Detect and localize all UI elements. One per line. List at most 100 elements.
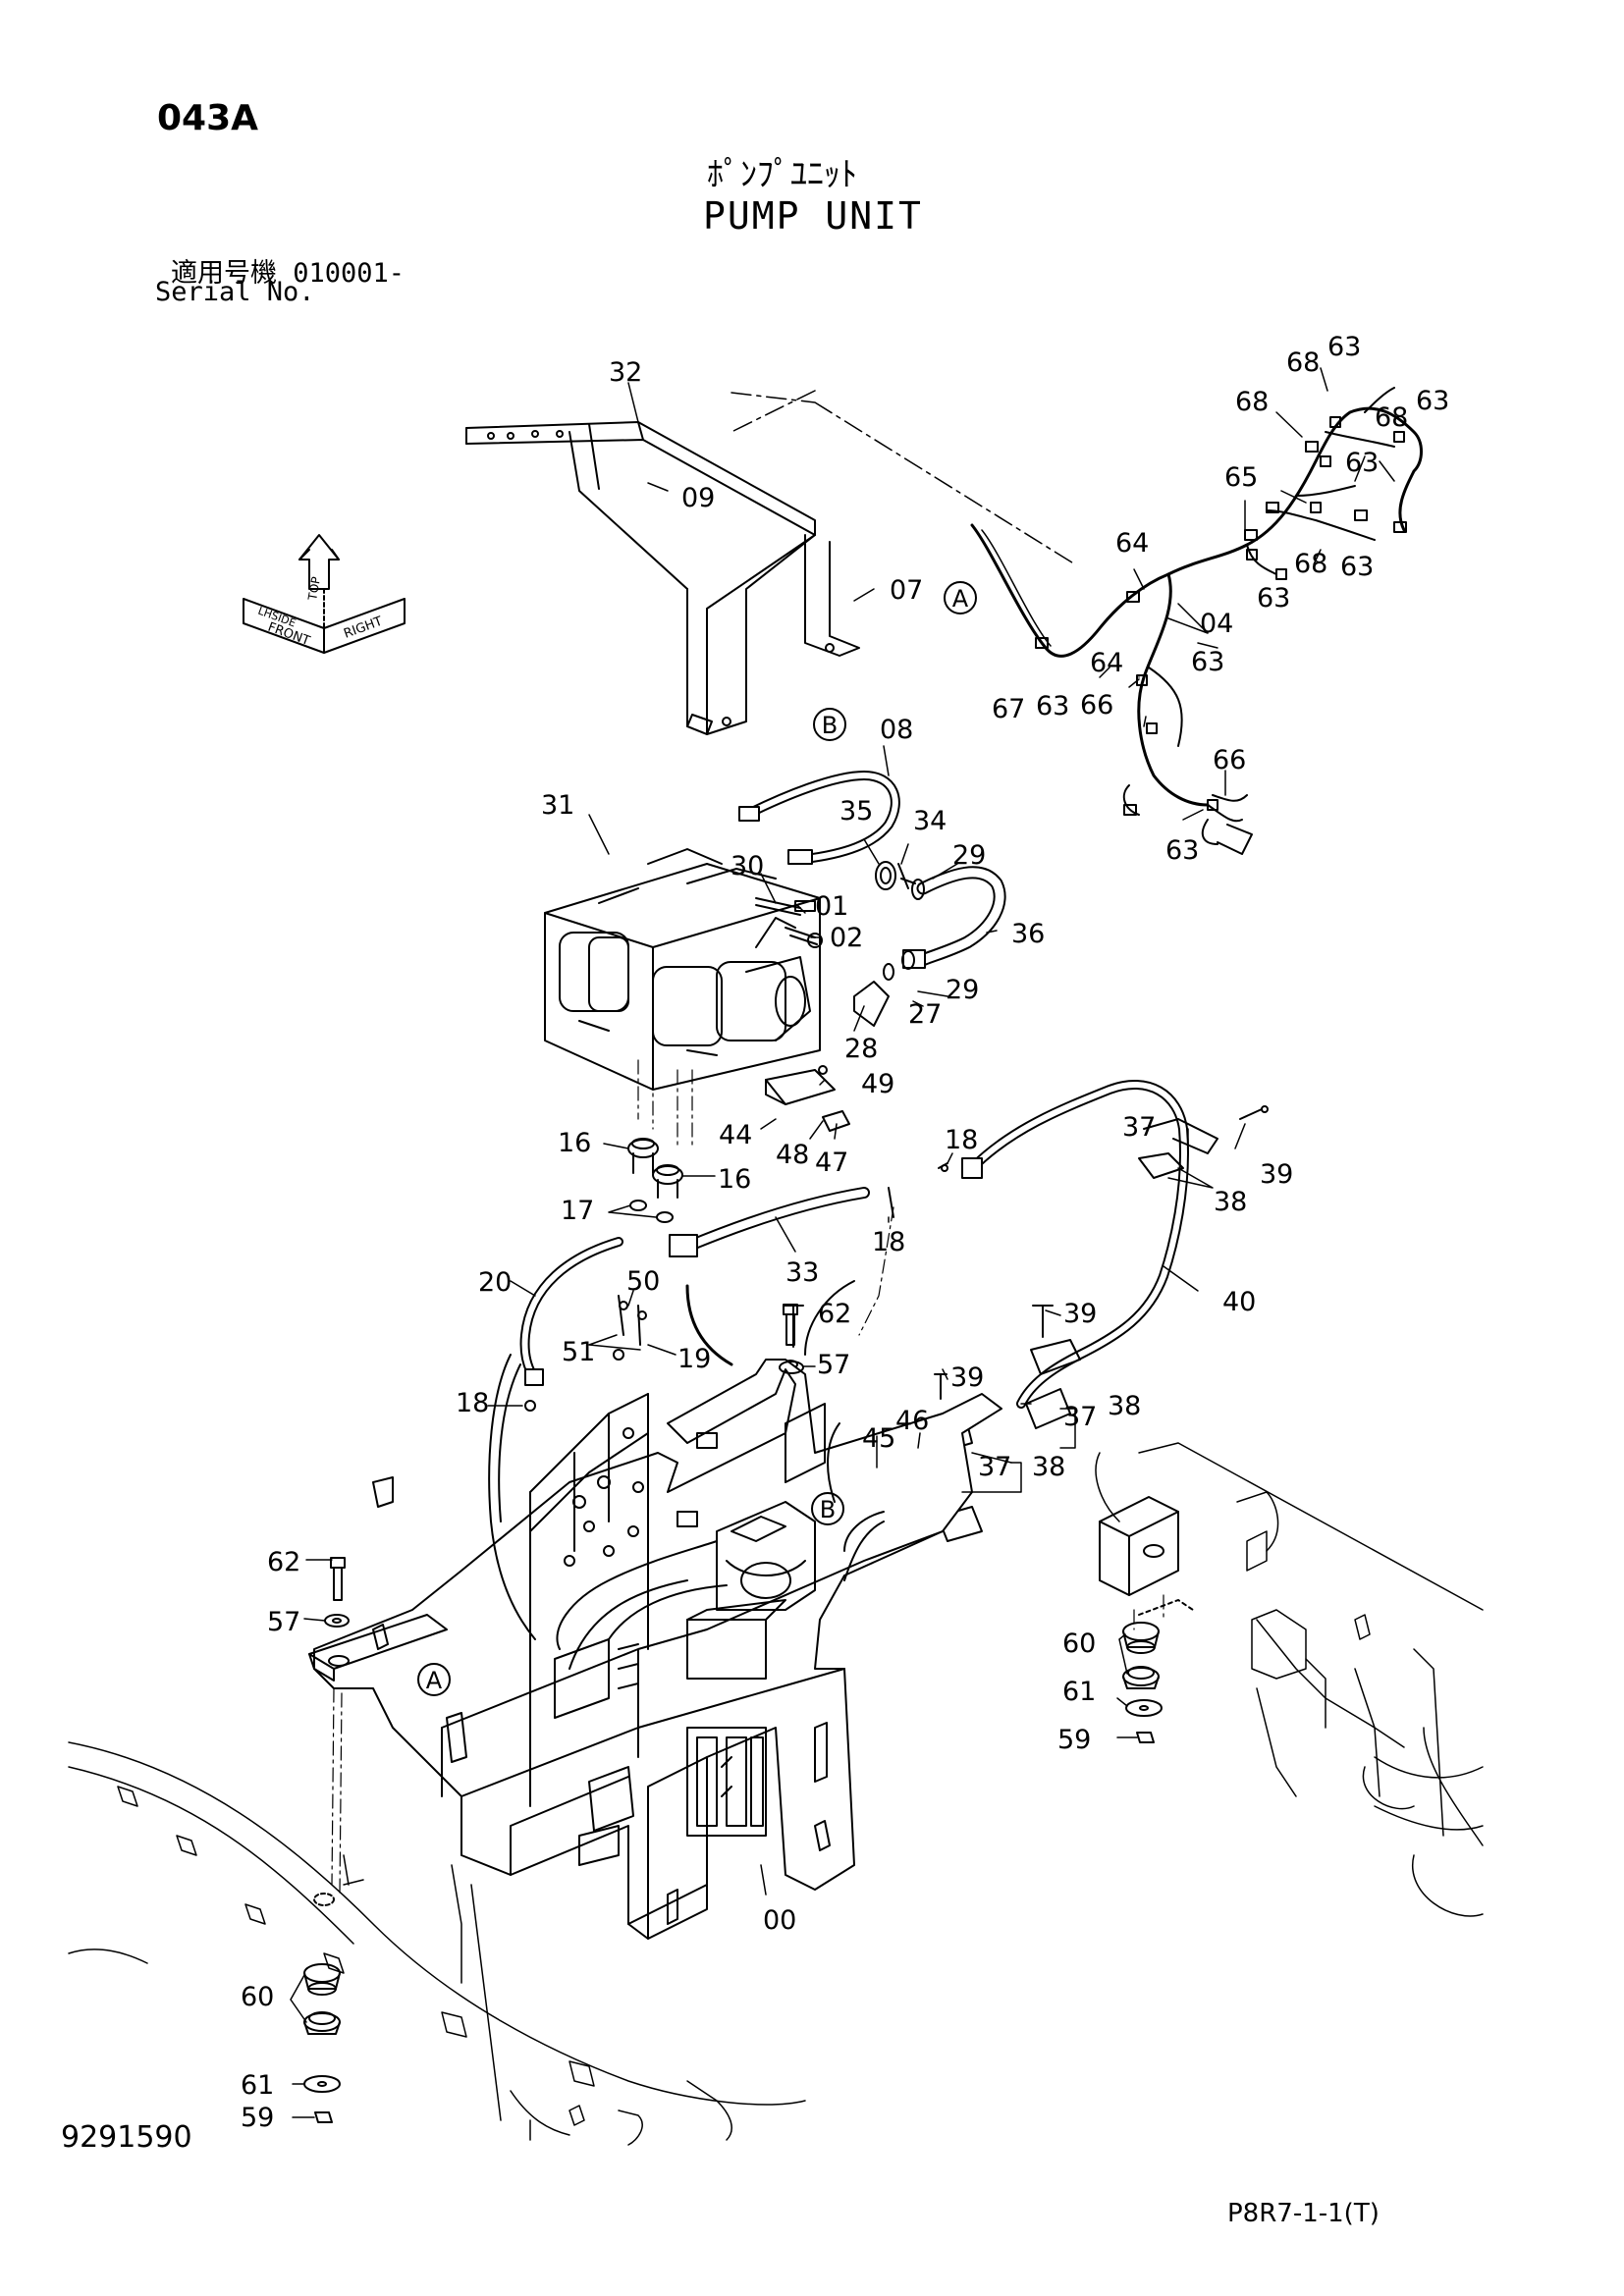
callout-label: 18 <box>945 1125 978 1155</box>
callout-label: 68 <box>1286 347 1320 378</box>
callout-label: 61 <box>241 2070 274 2101</box>
marker-a-label: A <box>426 1667 443 1694</box>
callout-label: 63 <box>1165 835 1199 866</box>
callout-label: 62 <box>267 1547 300 1577</box>
section-marker-b2: B <box>811 1492 844 1525</box>
document-number: 9291590 <box>61 2120 192 2155</box>
reference-code: P8R7-1-1(T) <box>1227 2199 1380 2228</box>
callout-label: 19 <box>677 1344 711 1374</box>
serial-label-english: Serial No. <box>155 277 315 307</box>
callout-label: 63 <box>1327 332 1361 362</box>
callout-label: 33 <box>785 1257 819 1288</box>
callout-label: 32 <box>609 357 642 388</box>
callout-label: 63 <box>1257 583 1290 614</box>
callout-label: 45 <box>862 1423 895 1454</box>
callout-label: 50 <box>626 1266 660 1297</box>
callout-label: 37 <box>1122 1112 1156 1143</box>
callout-label: 63 <box>1416 386 1449 416</box>
callout-label: 09 <box>681 483 715 513</box>
callout-label: 31 <box>541 790 574 821</box>
callout-label: 00 <box>763 1905 796 1936</box>
callout-label: 08 <box>880 715 913 745</box>
callout-label: 04 <box>1200 609 1233 639</box>
callout-label: 34 <box>913 806 947 836</box>
callout-label: 38 <box>1214 1187 1247 1217</box>
marker-b-label: B <box>822 712 838 739</box>
callout-label: 37 <box>1063 1402 1097 1432</box>
callout-label: 07 <box>890 575 923 606</box>
callout-label: 62 <box>818 1299 851 1329</box>
callout-label: 40 <box>1222 1287 1256 1317</box>
callout-label: 39 <box>950 1362 984 1393</box>
callout-label: 27 <box>908 999 942 1030</box>
leader-lines <box>290 367 1395 2118</box>
callout-label: 17 <box>561 1196 594 1226</box>
callout-label: 44 <box>719 1120 752 1150</box>
callout-label: 64 <box>1090 648 1123 678</box>
callout-label: 29 <box>952 840 986 871</box>
section-marker-a1: A <box>944 581 977 614</box>
callout-label: 60 <box>1062 1629 1096 1659</box>
callout-label: 38 <box>1108 1391 1141 1421</box>
marker-b-label: B <box>820 1496 836 1523</box>
callout-label: 63 <box>1340 552 1374 582</box>
callout-label: 01 <box>815 891 848 922</box>
orientation-symbol: FRONT RIGHT TOP LHSIDE <box>243 534 406 654</box>
bolts <box>324 1304 804 1628</box>
callout-label: 64 <box>1115 528 1149 559</box>
right-support <box>1099 1496 1194 1630</box>
mount-rubber-left <box>303 1687 343 2123</box>
callout-label: 59 <box>1057 1725 1091 1755</box>
callout-label: 65 <box>1224 462 1258 493</box>
hydraulic-pump <box>544 848 821 1091</box>
callout-label: 18 <box>456 1388 489 1418</box>
page-code: 043A <box>157 98 259 138</box>
callout-label: 16 <box>558 1128 591 1158</box>
serial-label-japanese: 適用号機 010001- <box>171 258 406 289</box>
callout-label: 63 <box>1036 691 1069 721</box>
callout-label: 60 <box>241 1982 274 2012</box>
callout-label: 29 <box>946 975 979 1005</box>
callout-label: 66 <box>1080 690 1113 721</box>
callout-label: 57 <box>817 1350 850 1380</box>
callout-numbers: 32 09 07 68 63 68 68 63 63 65 68 63 64 6… <box>241 332 1449 2133</box>
callout-label: 47 <box>815 1148 848 1178</box>
callout-label: 59 <box>241 2103 274 2133</box>
marker-a-label: A <box>952 585 969 613</box>
callout-label: 39 <box>1260 1159 1293 1190</box>
section-marker-b1: B <box>813 708 846 741</box>
callout-label: 61 <box>1062 1677 1096 1707</box>
callout-label: 51 <box>562 1337 595 1367</box>
main-frame <box>313 1280 1002 1940</box>
callout-label: 46 <box>895 1406 929 1436</box>
callout-label: 37 <box>978 1452 1011 1482</box>
upperstructure-floor <box>68 1442 1484 2146</box>
callout-label: 20 <box>478 1267 512 1298</box>
mount-rubber-right <box>1122 1622 1163 1743</box>
wire-harness <box>970 387 1423 855</box>
callout-label: 67 <box>992 694 1025 724</box>
callout-label: 38 <box>1032 1452 1065 1482</box>
callout-label: 49 <box>861 1069 894 1099</box>
callout-label: 57 <box>267 1607 300 1637</box>
callout-label: 18 <box>872 1227 905 1257</box>
orientation-top: TOP <box>305 575 323 602</box>
callout-label: 36 <box>1011 919 1045 949</box>
callout-label: 02 <box>830 923 863 953</box>
title-japanese: ﾎﾟﾝﾌﾟﾕﾆｯﾄ <box>707 155 857 194</box>
section-marker-a2: A <box>417 1663 451 1696</box>
callout-label: 63 <box>1191 647 1224 677</box>
callout-label: 68 <box>1375 402 1408 433</box>
left-support <box>308 1476 448 1682</box>
callout-label: 16 <box>718 1164 751 1195</box>
callout-label: 28 <box>844 1034 878 1064</box>
bracket-assembly <box>465 390 1076 735</box>
callout-label: 30 <box>731 851 764 881</box>
callout-label: 66 <box>1213 745 1246 775</box>
callout-label: 68 <box>1235 387 1269 417</box>
callout-label: 48 <box>776 1140 809 1170</box>
hoses <box>519 771 1189 1409</box>
callout-label: 63 <box>1345 448 1379 478</box>
callout-label: 39 <box>1063 1299 1097 1329</box>
